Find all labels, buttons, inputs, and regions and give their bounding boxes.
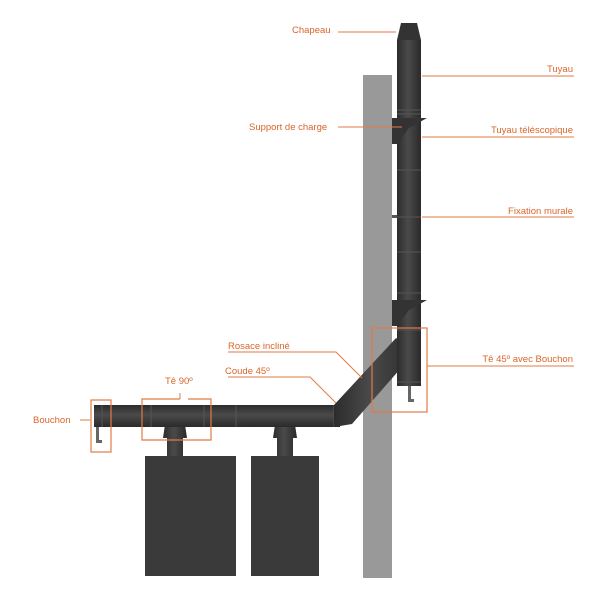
label-tuyau: Tuyau (547, 64, 573, 75)
drain-plug-left (96, 427, 102, 443)
wall (363, 75, 392, 578)
label-tuyau-telescopique: Tuyau téléscopique (491, 125, 573, 136)
elbow-45-pipe (334, 338, 415, 427)
label-fixation-murale: Fixation murale (508, 206, 573, 217)
label-support-de-charge: Support de charge (249, 122, 327, 133)
boiler-2-connector (273, 418, 297, 456)
label-rosace-incline: Rosace incliné (228, 341, 290, 352)
vertical-flue-pipe (397, 40, 421, 386)
label-bouchon: Bouchon (33, 415, 71, 426)
load-support-bracket (392, 118, 427, 144)
label-te-45-avec-bouchon: Tê 45º avec Bouchon (482, 354, 573, 365)
chimney-cap (397, 23, 421, 40)
boiler-2 (251, 456, 319, 576)
label-te-90: Tê 90º (165, 376, 193, 387)
label-coude-45: Coude 45º (225, 366, 270, 377)
boiler-1-connector (163, 418, 187, 456)
wall-fixing (392, 215, 397, 218)
leader-lines (80, 31, 574, 453)
wall-bracket-lower (392, 300, 427, 326)
drain-plug (408, 386, 414, 402)
boiler-1 (145, 456, 236, 576)
horizontal-flue-pipe (94, 405, 340, 427)
label-chapeau: Chapeau (292, 25, 331, 36)
